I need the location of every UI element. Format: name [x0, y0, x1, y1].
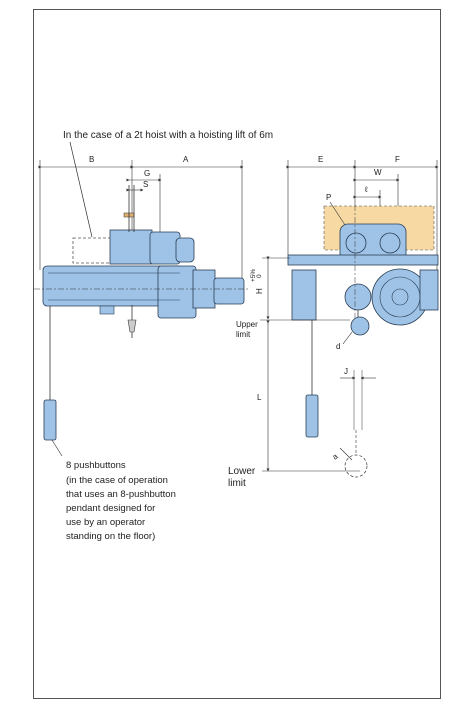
dim-g-label: G	[144, 169, 150, 178]
lower-limit-label: Lower	[228, 466, 256, 477]
dim-e-label: E	[318, 155, 323, 164]
caption-leader	[69, 141, 93, 238]
dim-w-label: W	[374, 168, 382, 177]
dim-h-label: H	[255, 288, 264, 294]
right-view: E F W ℓ P d	[228, 155, 439, 489]
upper-limit-label: Upper	[236, 320, 258, 329]
left-view: B A G S	[34, 155, 250, 441]
pushbutton-title: 8 pushbuttons	[66, 460, 126, 471]
dim-b-label: B	[89, 155, 94, 164]
upper-limit-label: limit	[236, 330, 251, 339]
dim-p-label: P	[326, 193, 331, 202]
dim-d-label: d	[336, 342, 340, 351]
dim-f-label: F	[395, 155, 400, 164]
drawing-frame	[33, 9, 441, 699]
pushbutton-note-line: use by an operator	[66, 517, 145, 528]
pushbutton-note-line: pendant designed for	[66, 503, 155, 514]
dim-s-label: S	[143, 180, 148, 189]
dim-j-label: J	[344, 367, 348, 376]
dim-a-hook-label: a	[331, 451, 341, 461]
pendant-box	[43, 399, 57, 441]
dim-h-tol-bottom: 0	[256, 274, 263, 278]
dim-lift-label: L	[257, 393, 262, 402]
pendant-box	[305, 394, 319, 438]
dim-l-label: ℓ	[364, 185, 368, 194]
pushbutton-note-line: that uses an 8-pushbutton	[66, 489, 176, 500]
pushbutton-note-line: standing on the floor)	[66, 531, 155, 542]
dim-h-tol-top: +5%	[250, 269, 257, 282]
caption-text: In the case of a 2t hoist with a hoistin…	[63, 130, 273, 141]
dim-a-label: A	[183, 155, 189, 164]
lower-limit-label: limit	[228, 478, 246, 489]
pushbutton-note-line: (in the case of operation	[66, 475, 168, 486]
